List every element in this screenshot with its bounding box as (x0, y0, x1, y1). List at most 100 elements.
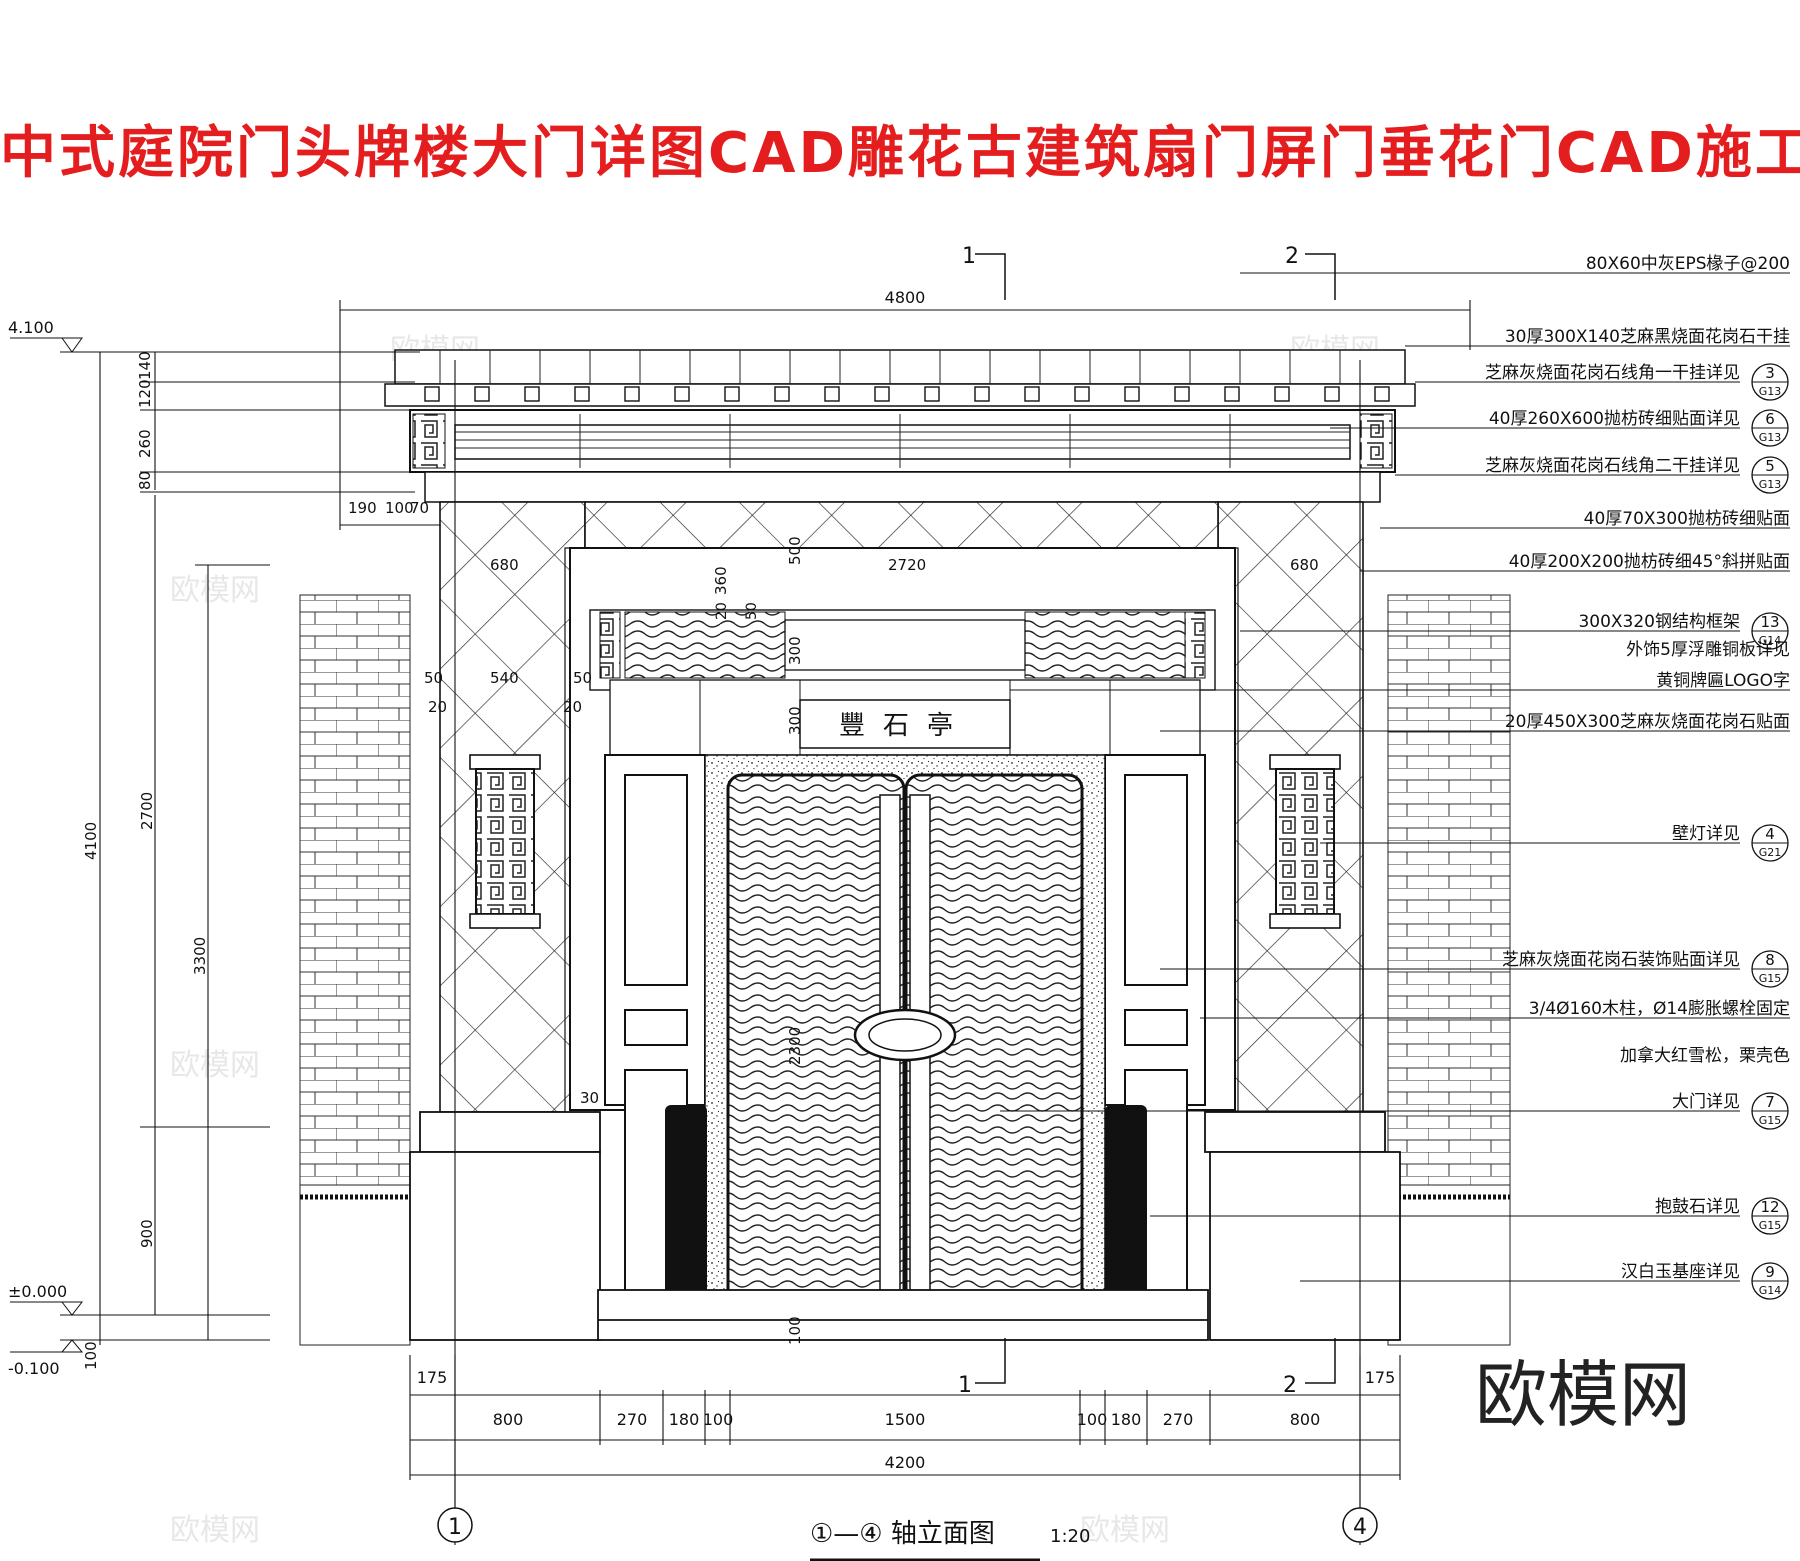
watermarks: 欧模网 欧模网 欧模网 欧模网 欧模网 欧模网 欧模网 欧模网 欧模网 (170, 333, 1691, 1548)
callouts: 80X60中灰EPS椽子@20030厚300X140芝麻黑烧面花岗石干挂芝麻灰烧… (1000, 254, 1790, 1300)
roof (384, 349, 1416, 503)
dim-inner: 100 (786, 1316, 804, 1345)
dim-outer: 100 (82, 1341, 100, 1370)
dim-bottom: 800 (493, 1410, 524, 1429)
callout-text: 40厚70X300抛枋砖细贴面 (1584, 509, 1790, 529)
callout-text: 40厚200X200抛枋砖细45°斜拼贴面 (1509, 552, 1790, 572)
dim-bottom-total: 4200 (885, 1453, 926, 1472)
callout-text: 300X320钢结构框架 (1578, 612, 1740, 632)
callout-text: 汉白玉基座详见 (1621, 1262, 1740, 1282)
dimension-texts: 4800 4200 175 800 270 180 100 1500 100 1… (82, 288, 1395, 1472)
dim-outer: 2700 (138, 792, 156, 830)
watermark: 欧模网 (170, 1513, 260, 1548)
callout-text: 抱鼓石详见 (1655, 1197, 1740, 1217)
dim-bottom: 100 (1077, 1410, 1108, 1429)
dim-top-total: 4800 (885, 288, 926, 307)
axis-label-1: 1 (448, 1515, 462, 1540)
dim-bottom: 800 (1290, 1410, 1321, 1429)
detail-number: 12 (1760, 1198, 1779, 1216)
section-1-bottom: 1 (958, 1373, 972, 1398)
dim-vertical: 120 (136, 379, 154, 408)
dim-inner: 50 (573, 669, 592, 687)
axis-marker-1 (437, 1507, 473, 1543)
dim-vertical: 140 (136, 351, 154, 380)
elevation-zero: ±0.000 (8, 1282, 67, 1301)
dim-outer: 3300 (191, 937, 209, 975)
plaque-text: 豐石亭 (839, 711, 971, 741)
wall-base-left (299, 1184, 411, 1346)
dim-inner: 50 (744, 602, 760, 620)
section-2-bottom: 2 (1283, 1373, 1297, 1398)
elevation-bottom: -0.100 (8, 1359, 60, 1378)
callout-text: 壁灯详见 (1672, 824, 1740, 844)
dim-inner: 20 (428, 698, 447, 716)
callout-text: 20厚450X300芝麻灰烧面花岗石贴面 (1505, 712, 1790, 732)
detail-number: 7 (1765, 1093, 1775, 1111)
dim-bottom: 175 (417, 1368, 448, 1387)
dim-inner: 680 (490, 556, 519, 574)
dim-inner: 300 (786, 636, 804, 665)
wall-lamp-right (1269, 754, 1341, 929)
elevation-markers: 4.100 ±0.000 -0.100 (8, 318, 84, 1378)
callout-text: 30厚300X140芝麻黑烧面花岗石干挂 (1505, 327, 1790, 347)
dim-lower: 100 (385, 499, 414, 517)
dim-inner: 30 (580, 1089, 599, 1107)
brick-wall-right (1387, 594, 1511, 1186)
wall-base-right (1387, 1184, 1511, 1346)
dim-inner: 680 (1290, 556, 1319, 574)
callout-text: 芝麻灰烧面花岗石线角一干挂详见 (1485, 363, 1740, 383)
section-1-top: 1 (962, 244, 976, 269)
dim-bottom: 270 (617, 1410, 648, 1429)
drawing-scale: 1:20 (1050, 1526, 1090, 1547)
dim-lower: 70 (410, 499, 429, 517)
detail-sheet: G15 (1759, 1114, 1782, 1127)
dim-inner: 2300 (786, 1027, 804, 1065)
drum-stone-right (1105, 1105, 1147, 1320)
detail-sheet: G15 (1759, 1219, 1782, 1232)
dim-inner: 540 (490, 669, 519, 687)
detail-sheet: G13 (1759, 385, 1782, 398)
dim-inner: 360 (712, 566, 730, 595)
wall-lamp-left (469, 754, 541, 929)
dim-inner: 20 (563, 698, 582, 716)
detail-sheet: G14 (1759, 634, 1782, 647)
detail-number: 3 (1765, 364, 1775, 382)
detail-number: 13 (1760, 613, 1779, 631)
drawing-title: 中式庭院门头牌楼大门详图CAD雕花古建筑扇门屏门垂花门CAD施工图 (0, 121, 1800, 186)
watermark: 欧模网 (1080, 1513, 1170, 1548)
dim-inner: 500 (786, 536, 804, 565)
detail-number: 5 (1765, 457, 1775, 475)
callout-text: 芝麻灰烧面花岗石装饰贴面详见 (1502, 950, 1740, 970)
callout-text: 黄铜牌匾LOGO字 (1656, 671, 1790, 691)
dim-lower: 190 (348, 499, 377, 517)
callout-text: 大门详见 (1672, 1092, 1740, 1112)
dim-vertical: 260 (136, 429, 154, 458)
detail-number: 9 (1765, 1263, 1775, 1281)
watermark: 欧模网 (170, 573, 260, 608)
detail-number: 4 (1765, 825, 1775, 843)
callout-text: 80X60中灰EPS椽子@200 (1586, 254, 1790, 274)
callout-text: 40厚260X600抛枋砖细贴面详见 (1489, 409, 1740, 429)
dimension-lines (60, 300, 1471, 1545)
detail-sheet: G21 (1759, 846, 1782, 859)
dim-vertical: 80 (136, 471, 154, 490)
drum-stone-left (665, 1105, 707, 1320)
elevation-top: 4.100 (8, 318, 54, 337)
dim-inner: 300 (786, 706, 804, 735)
detail-sheet: G14 (1759, 1284, 1782, 1297)
pedestals (409, 1111, 1401, 1341)
dim-bottom: 100 (703, 1410, 734, 1429)
detail-sheet: G15 (1759, 972, 1782, 985)
dim-inner: 2720 (888, 556, 926, 574)
watermark: 欧模网 (170, 1048, 260, 1083)
callout-text: 芝麻灰烧面花岗石线角二干挂详见 (1485, 456, 1740, 476)
section-2-top: 2 (1285, 244, 1299, 269)
dim-bottom: 180 (669, 1410, 700, 1429)
detail-sheet: G13 (1759, 478, 1782, 491)
axis-marker-4 (1342, 1507, 1378, 1543)
dim-inner: 50 (424, 669, 443, 687)
callout-text: 3/4Ø160木柱，Ø14膨胀螺栓固定 (1529, 999, 1790, 1019)
dim-outer: 900 (138, 1219, 156, 1248)
dim-outer: 4100 (82, 822, 100, 860)
